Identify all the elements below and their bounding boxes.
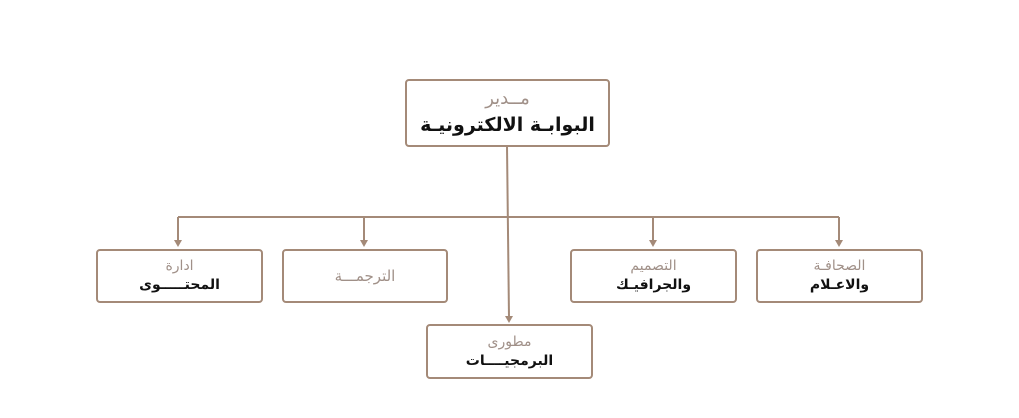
node-subtitle: الصحافـة [813,258,866,274]
node-portal-manager: مــدير البوابـة الالكترونيـة [405,79,610,147]
node-content-management: ادارة المحتـــــوى [96,249,263,303]
arrow-icon [174,240,182,247]
node-press-media: الصحافـة والاعـلام [756,249,923,303]
node-subtitle: مــدير [485,88,530,109]
vertical-connector [506,145,510,319]
arrowheads [174,240,843,323]
node-title: والجرافيـك [615,277,692,293]
node-title: والاعـلام [809,277,870,293]
node-title: البوابـة الالكترونيـة [420,114,595,136]
node-translation: الترجمـــة [282,249,448,303]
arrow-icon [835,240,843,247]
node-developers: مطورى البرمجيــــات [426,324,593,379]
arrow-icon [505,316,513,323]
arrow-icon [360,240,368,247]
node-title: المحتـــــوى [139,277,220,293]
node-subtitle: التصميم [630,258,677,274]
node-title: البرمجيــــات [465,352,554,369]
node-subtitle: الترجمـــة [334,267,396,285]
node-subtitle: ادارة [165,258,194,274]
node-subtitle: مطورى [487,333,532,350]
arrow-icon [649,240,657,247]
node-design-graphics: التصميم والجرافيـك [570,249,737,303]
